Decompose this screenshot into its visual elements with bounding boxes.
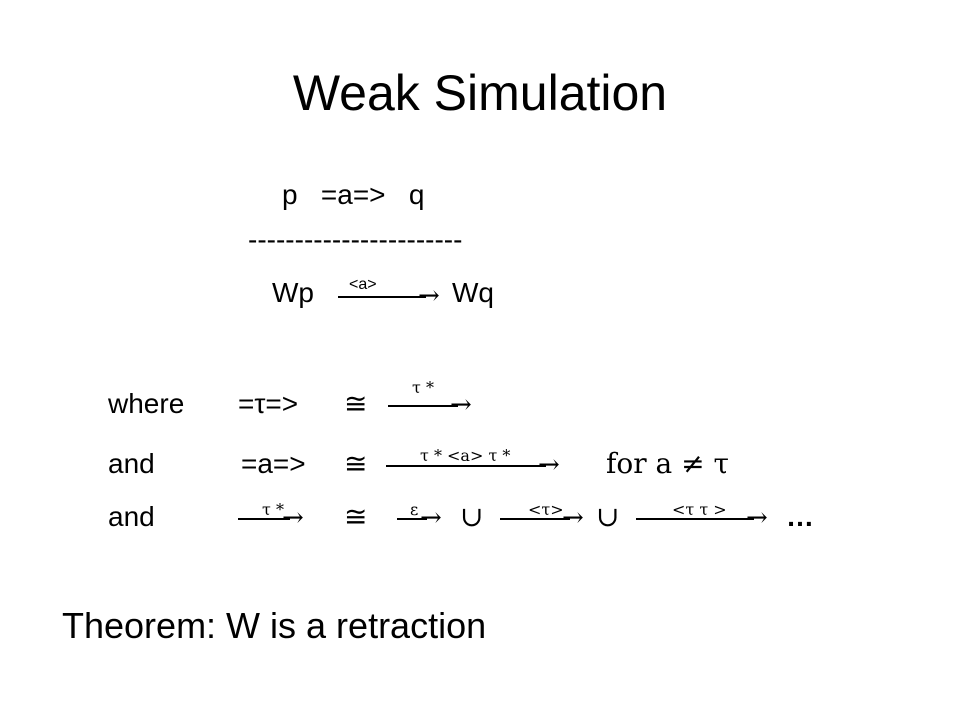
and2-arrow1-label: τ * (262, 500, 284, 519)
and1-condition: for a ≠ τ (606, 447, 729, 480)
right-arrow-icon: → (418, 281, 440, 311)
rule-arrow-label: <a> (349, 276, 377, 293)
theorem-text: Theorem: W is a retraction (62, 605, 487, 646)
where-lead: where (108, 388, 185, 419)
where-arrow-label: τ * (412, 378, 434, 397)
congruence-symbol: ≅ (344, 500, 368, 533)
and1-arrow-line (386, 465, 546, 467)
right-arrow-icon: → (538, 450, 560, 480)
and2-arrow4-label: <τ τ > (672, 500, 727, 519)
where-arrow-line (388, 405, 458, 407)
congruence-symbol: ≅ (344, 447, 368, 480)
right-arrow-icon: → (420, 503, 442, 533)
and2-lead: and (108, 501, 155, 532)
and2-arrow2-label: ε (410, 500, 419, 519)
union-symbol: ∪ (460, 500, 484, 533)
rule-arrow-line (338, 296, 426, 298)
rule-divider: ----------------------- (248, 224, 463, 255)
congruence-symbol: ≅ (344, 387, 368, 420)
right-arrow-icon: → (450, 390, 472, 420)
and2-arrow2-line (397, 518, 427, 520)
and1-arrow-label: τ * <a> τ * (420, 446, 511, 465)
ellipsis: … (786, 501, 814, 532)
rule-conclusion-right: Wq (452, 277, 494, 308)
rule-conclusion-left: Wp (272, 277, 314, 308)
and1-lead: and (108, 448, 155, 479)
and2-arrow1-line (238, 518, 290, 520)
union-symbol: ∪ (596, 500, 620, 533)
right-arrow-icon: → (746, 503, 768, 533)
where-relation: =τ=> (238, 388, 299, 419)
right-arrow-icon: → (282, 503, 304, 533)
right-arrow-icon: → (562, 503, 584, 533)
and2-arrow3-label: <τ> (528, 500, 564, 519)
and2-arrow3-line (500, 518, 570, 520)
and1-relation: =a=> (241, 448, 306, 479)
and2-arrow4-line (636, 518, 754, 520)
rule-premise: p =a=> q (282, 179, 425, 210)
slide-title: Weak Simulation (292, 65, 668, 121)
